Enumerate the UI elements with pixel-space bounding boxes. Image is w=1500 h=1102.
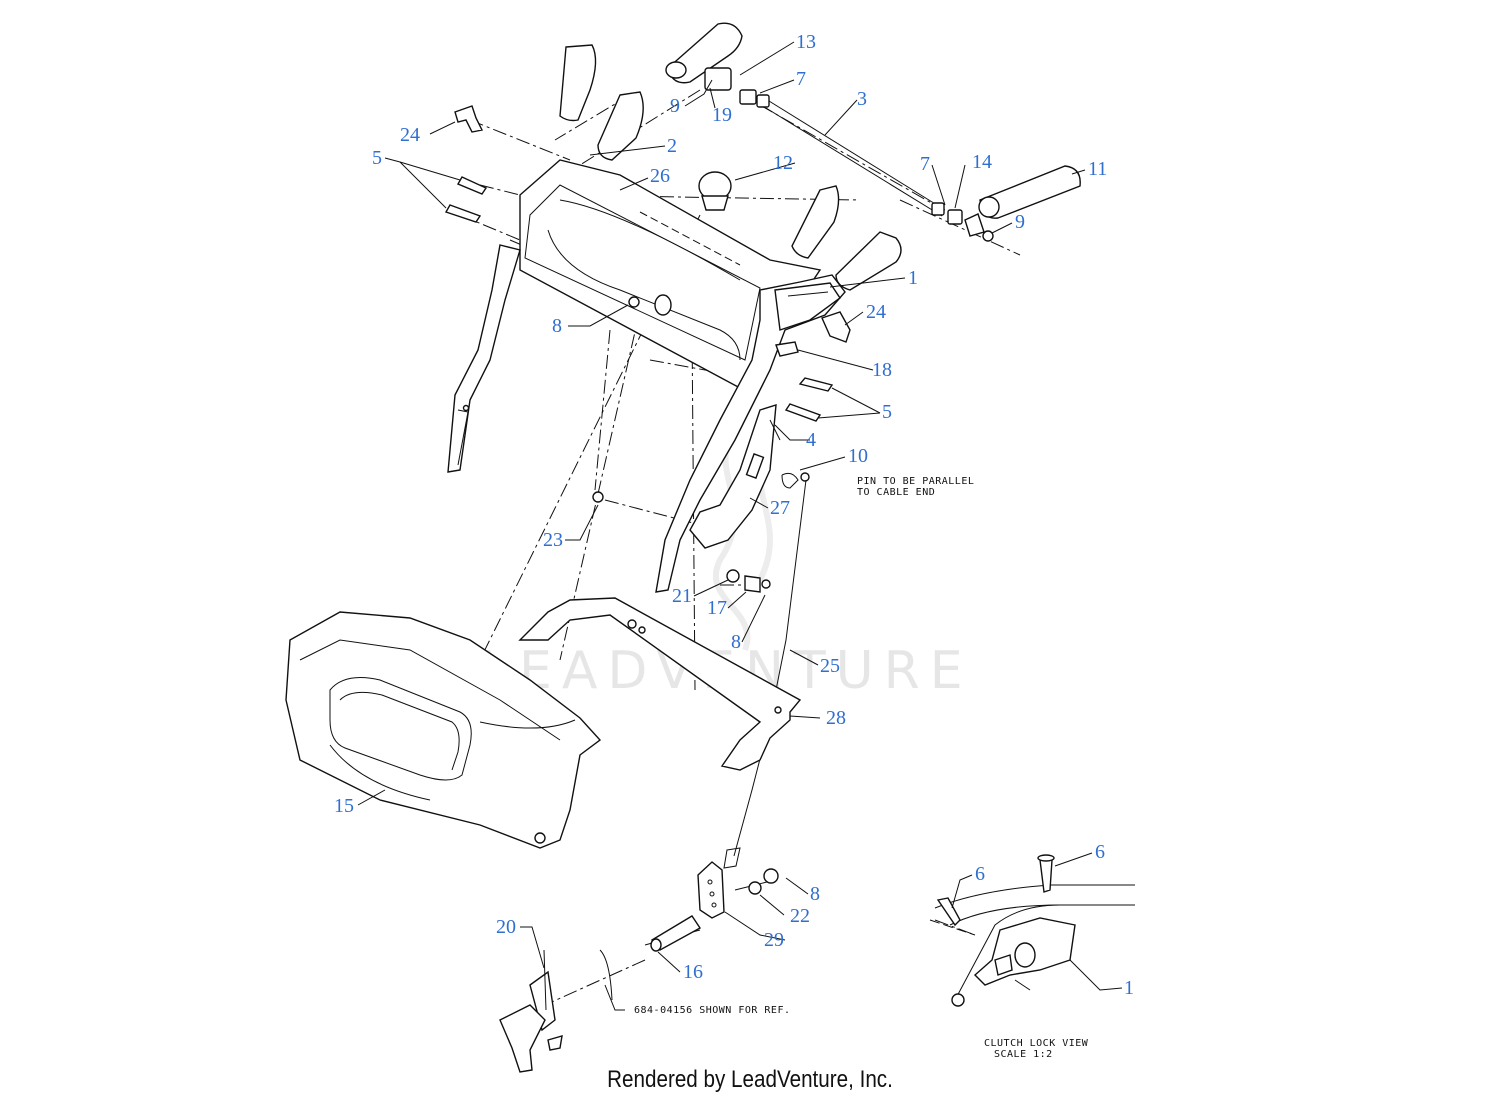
callout-21: 21: [672, 585, 692, 607]
callout-7: 7: [796, 68, 806, 90]
callout-10: 10: [848, 445, 868, 467]
callout-14: 14: [972, 151, 992, 173]
callout-8: 8: [810, 883, 820, 905]
callout-24: 24: [400, 124, 420, 146]
callout-3: 3: [857, 88, 867, 110]
callout-24: 24: [866, 301, 886, 323]
right-handle-tube: [655, 274, 846, 593]
hardware: [444, 67, 994, 593]
callout-20: 20: [496, 916, 516, 938]
callout-19: 19: [712, 104, 732, 126]
clutch-lock-view: [929, 854, 1135, 1007]
callout-leaders: [357, 41, 1123, 1011]
callout-8: 8: [731, 631, 741, 653]
note-ref: 684-04156 SHOWN FOR REF.: [634, 1005, 791, 1016]
auger-housing-shroud: [285, 611, 602, 849]
callout-25: 25: [820, 655, 840, 677]
callout-23: 23: [543, 529, 563, 551]
note-pin-line2: TO CABLE END: [857, 487, 935, 498]
callout-1: 1: [908, 267, 918, 289]
callout-28: 28: [826, 707, 846, 729]
callout-13: 13: [796, 31, 816, 53]
callout-labels: 13 7 9 19 3 24 2 12 5 26 7 14 11 9 1 24 …: [334, 31, 1134, 999]
callout-29: 29: [764, 929, 784, 951]
view-scale: SCALE 1:2: [994, 1049, 1053, 1060]
callout-16: 16: [683, 961, 703, 983]
callout-6: 6: [975, 863, 985, 885]
lower-linkage: [499, 861, 779, 1073]
note-pin-line1: PIN TO BE PARALLEL: [857, 476, 974, 487]
upper-handle-grips: [559, 22, 1081, 291]
callout-5: 5: [882, 401, 892, 423]
callout-15: 15: [334, 795, 354, 817]
footer-credit: Rendered by LeadVenture, Inc.: [607, 1066, 893, 1093]
callout-2: 2: [667, 135, 677, 157]
callout-6: 6: [1095, 841, 1105, 863]
callout-9: 9: [1015, 211, 1025, 233]
chute-guard-bracket: [518, 597, 802, 771]
callout-11: 11: [1088, 158, 1107, 180]
callout-17: 17: [707, 597, 727, 619]
callout-1: 1: [1124, 977, 1134, 999]
cable-end: [723, 847, 741, 869]
callout-9: 9: [670, 95, 680, 117]
callout-4: 4: [806, 429, 816, 451]
callout-27: 27: [770, 497, 790, 519]
chute-knob: [698, 171, 732, 211]
callout-5: 5: [372, 147, 382, 169]
callout-7: 7: [920, 153, 930, 175]
control-bracket: [689, 404, 781, 549]
callout-26: 26: [650, 165, 670, 187]
view-title: CLUTCH LOCK VIEW: [984, 1038, 1089, 1049]
callout-12: 12: [773, 152, 793, 174]
left-handle-tube: [447, 244, 521, 473]
callout-22: 22: [790, 905, 810, 927]
callout-8: 8: [552, 315, 562, 337]
callout-18: 18: [872, 359, 892, 381]
